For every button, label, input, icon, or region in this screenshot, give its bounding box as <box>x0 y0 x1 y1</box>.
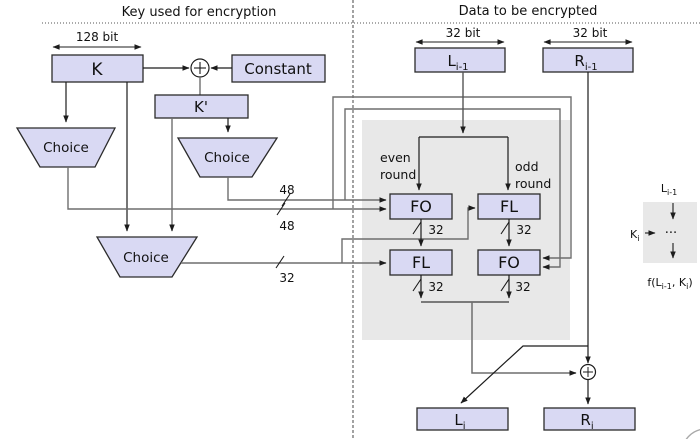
mini-f-diagram: Li-1 Ki ··· f(Li-1, Ki) <box>630 182 693 291</box>
even-round-label-1: even <box>380 150 411 165</box>
subkey-bus-wires <box>67 96 572 270</box>
xor-icon <box>190 58 210 78</box>
r-width-label: 32 bit <box>573 26 608 40</box>
bus32-left-label: 32 <box>279 271 294 285</box>
tick-fo1-out <box>412 221 422 235</box>
r-output-box <box>543 407 636 431</box>
mini-ellipsis: ··· <box>665 226 677 241</box>
wire-f-to-xor <box>471 302 577 376</box>
mini-input-label: Li-1 <box>661 182 677 197</box>
k-width-label: 128 bit <box>76 30 119 44</box>
xor-icon <box>579 363 597 381</box>
bus32-fl2-label: 32 <box>428 280 443 294</box>
bus32-fo2-label: 32 <box>515 280 530 294</box>
choice1-label: Choice <box>43 140 89 156</box>
choice1-box <box>15 127 117 168</box>
fo2-label: FO <box>498 253 520 272</box>
mini-output-label: f(Li-1, Ki) <box>647 276 692 291</box>
choice2-label: Choice <box>204 150 250 166</box>
bus32-fo1-label: 32 <box>428 223 443 237</box>
key-section: 128 bit K Constant K' Choice Choice Cho <box>15 30 572 285</box>
constant-label: Constant <box>244 60 312 78</box>
l-input-box <box>414 47 506 73</box>
choice3-box <box>95 236 199 278</box>
choice2-box <box>176 137 279 178</box>
fo1-label: FO <box>410 197 432 216</box>
mini-key-label: Ki <box>630 228 639 243</box>
data-section: 32 bit 32 bit Li-1 Ri-1 even round odd r… <box>380 26 636 432</box>
tick-fl2-out <box>412 278 422 292</box>
r-output-label: Ri <box>580 411 593 432</box>
bus-width-ticks <box>275 193 291 269</box>
right-section-title: Data to be encrypted <box>459 4 598 19</box>
l-output-box <box>416 407 509 431</box>
bus48-bottom-label: 48 <box>279 219 294 233</box>
tick-fo2-out <box>500 278 510 292</box>
wire-wrap-outer-to-fo2 <box>332 96 572 261</box>
fl1-label: FL <box>500 197 518 216</box>
tick-48-bottom <box>276 202 286 216</box>
bus32-fl1-label: 32 <box>516 223 531 237</box>
left-section-title: Key used for encryption <box>122 5 277 20</box>
odd-round-label-1: odd <box>515 159 539 174</box>
l-input-label: Li-1 <box>447 52 468 73</box>
even-round-label-2: round <box>380 167 416 182</box>
tick-48-top <box>281 193 291 207</box>
l-output-label: Li <box>454 411 465 432</box>
k-prime-label: K' <box>194 98 208 116</box>
odd-round-label-2: round <box>515 176 551 191</box>
fo2-box <box>477 249 541 276</box>
fl2-box <box>389 249 453 276</box>
fl1-box <box>477 193 541 220</box>
choice3-label: Choice <box>123 250 169 266</box>
bus48-top-label: 48 <box>279 183 294 197</box>
wire-swap-to-li <box>460 345 588 404</box>
fl2-label: FL <box>412 253 430 272</box>
k-prime-box <box>154 94 249 119</box>
l-width-label: 32 bit <box>446 26 481 40</box>
corner-arc-decoration <box>685 429 700 439</box>
wire-choice1-to-fo1 <box>67 167 387 212</box>
round-function-panel <box>362 120 570 340</box>
k-label: K <box>91 60 103 80</box>
wire-choice3-to-fl1 <box>341 205 476 263</box>
tick-32-left <box>275 255 285 269</box>
tick-fl1-out <box>500 221 510 235</box>
r-input-label: Ri-1 <box>574 52 597 73</box>
wire-wrap-inner-to-fo2 <box>344 108 561 270</box>
